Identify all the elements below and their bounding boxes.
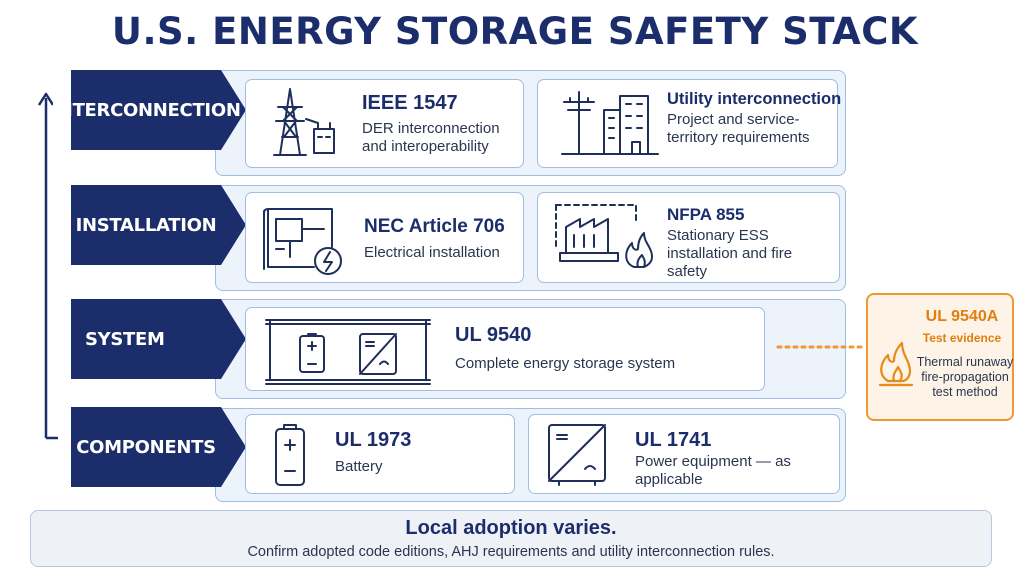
card-nfpa-855: NFPA 855 Stationary ESS installation and… <box>537 192 840 283</box>
card-description: Electrical installation <box>364 244 500 261</box>
footer-text: Confirm adopted code editions, AHJ requi… <box>247 544 775 560</box>
card-title: NEC Article 706 <box>364 216 505 237</box>
storage-system-icon <box>265 319 431 385</box>
footer-note: Local adoption varies. Confirm adopted c… <box>30 510 992 567</box>
card-title: UL 1973 <box>335 429 412 451</box>
footer-title: Local adoption varies. <box>405 517 617 539</box>
card-title: UL 1741 <box>635 429 712 451</box>
layer-label: COMPONENTS <box>76 436 216 458</box>
page-title: U.S. ENERGY STORAGE SAFETY STACK <box>111 10 919 53</box>
battery-icon <box>275 424 305 486</box>
test-evidence-description: Thermal runaway fire-propagation test me… <box>916 355 1014 399</box>
layer-tab-installation: INSTALLATION <box>71 185 246 265</box>
card-description: Complete energy storage system <box>455 355 676 372</box>
layer-tab-interconnection: INTERCONNECTION <box>51 70 246 150</box>
card-title: UL 9540 <box>455 324 532 346</box>
card-description: Stationary ESS installation and fire saf… <box>667 227 793 280</box>
fire-facility-icon <box>555 204 653 268</box>
card-description: Project and service-territory requiremen… <box>667 111 810 146</box>
upward-arrow-icon <box>37 92 58 440</box>
inverter-icon <box>548 424 606 486</box>
card-ieee-1547: IEEE 1547 DER interconnection and intero… <box>245 79 524 168</box>
layer-tab-components: COMPONENTS <box>71 407 246 487</box>
card-description: DER interconnection and interoperability <box>362 120 500 155</box>
electrical-blueprint-icon <box>263 208 342 275</box>
card-description: Power equipment — as applicable <box>635 453 791 488</box>
dotted-connector <box>776 345 864 349</box>
card-ul-1741: UL 1741 Power equipment — as applicable <box>528 414 840 494</box>
layer-label: INSTALLATION <box>75 214 217 236</box>
flame-icon <box>878 341 914 387</box>
card-ul-1973: UL 1973 Battery <box>245 414 515 494</box>
utility-building-icon <box>561 91 659 155</box>
card-ul-9540: UL 9540 Complete energy storage system <box>245 307 765 391</box>
card-title: IEEE 1547 <box>362 92 458 114</box>
layer-tab-system: SYSTEM <box>71 299 246 379</box>
card-nec-article-706: NEC Article 706 Electrical installation <box>245 192 524 283</box>
layer-label: SYSTEM <box>85 328 165 350</box>
test-evidence-subtitle: Test evidence <box>922 331 1002 345</box>
test-evidence-title: UL 9540A <box>925 308 999 325</box>
transmission-tower-icon <box>273 88 335 156</box>
card-title: Utility interconnection <box>667 90 842 108</box>
test-evidence-box: UL 9540A Test evidence Thermal runaway f… <box>866 293 1014 421</box>
card-utility-interconnection: Utility interconnection Project and serv… <box>537 79 842 168</box>
layer-label: INTERCONNECTION <box>51 99 241 121</box>
card-description: Battery <box>335 458 383 475</box>
card-title: NFPA 855 <box>667 205 745 224</box>
